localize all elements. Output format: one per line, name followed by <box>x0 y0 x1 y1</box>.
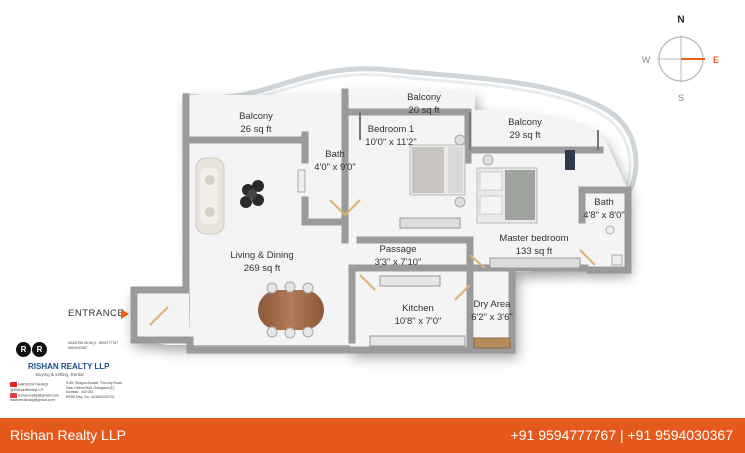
room-size: 29 sq ft <box>509 130 541 141</box>
room-bath-left: Bath 4'0" x 9'0" <box>314 148 356 174</box>
room-name: Dry Area <box>473 299 511 310</box>
room-bedroom-1: Bedroom 1 10'0" x 11'2" <box>365 123 416 149</box>
room-name: Master bedroom <box>499 233 569 244</box>
room-living-dining: Living & Dining 269 sq ft <box>230 249 293 275</box>
room-name: Living & Dining <box>230 250 294 261</box>
coffee-table <box>240 180 264 208</box>
room-kitchen: Kitchen 10'8" x 7'0" <box>395 302 442 328</box>
kitchen-counters <box>369 275 466 347</box>
room-name: Bath <box>325 149 345 160</box>
sofa-set <box>195 157 225 235</box>
compass-rose <box>657 35 705 83</box>
card-phone-2: 9594030367 <box>68 346 88 350</box>
room-dry-area: Dry Area 6'2" x 3'6" <box>471 298 513 324</box>
entrance-arrow-icon <box>121 309 129 319</box>
compass-south-label: S <box>677 93 685 103</box>
card-contact: NADEEM ISHAQI : 9594777767 9594030367 <box>68 341 128 351</box>
room-size: 10'0" x 11'2" <box>365 137 417 148</box>
room-size: 26 sq ft <box>240 124 272 135</box>
footer-bar: Rishan Realty LLP +91 9594777767 | +91 9… <box>0 418 745 453</box>
room-size: 20 sq ft <box>408 105 440 116</box>
youtube-icon <box>10 382 17 387</box>
bath-fixtures <box>297 169 623 266</box>
entrance-label: ENTRANCE <box>68 308 125 319</box>
card-address-line-1: S-65, Shagun Arcade, Film city Road, <box>66 381 123 385</box>
card-address-line-3: Mumbai - 400 063 <box>66 390 94 395</box>
card-rera: RERA Reg. No.: A01800000715 <box>66 394 115 399</box>
dining-table <box>258 281 324 339</box>
logo-letter: R <box>16 342 31 357</box>
compass-north-label: N <box>677 14 685 26</box>
curved-glass-railing <box>182 66 639 192</box>
room-name: Balcony <box>508 117 542 128</box>
card-address: S-65, Shagun Arcade, Film city Road, Nea… <box>66 381 128 399</box>
room-name: Kitchen <box>402 303 434 314</box>
room-bath-right: Bath 4'8" x 8'0" <box>583 196 625 222</box>
room-size: 4'8" x 8'0" <box>583 210 625 221</box>
card-phone-1: NADEEM ISHAQI : 9594777767 <box>68 341 119 345</box>
bed-bedroom1 <box>399 134 466 229</box>
room-passage: Passage 3'3" x 7'10" <box>375 243 422 269</box>
footer-company-name: Rishan Realty LLP <box>10 427 126 443</box>
room-size: 4'0" x 9'0" <box>314 162 356 173</box>
room-balcony-left: Balcony 26 sq ft <box>239 110 273 136</box>
logo-letter: R <box>32 342 47 357</box>
footer-phone-numbers: +91 9594777767 | +91 9594030367 <box>510 427 733 443</box>
room-size: 10'8" x 7'0" <box>394 316 442 327</box>
doors <box>149 199 596 326</box>
card-person-handle: @RishanRealtyLLP <box>10 387 44 392</box>
room-balcony-right: Balcony 29 sq ft <box>508 116 542 142</box>
compass-west-label: W <box>641 55 651 65</box>
card-tagline: Buying & selling, Rental <box>36 372 84 377</box>
room-size: 6'2" x 3'6" <box>471 312 513 323</box>
compass-east-label: E <box>712 55 720 65</box>
bed-master <box>476 150 581 269</box>
dry-area-shelf <box>473 337 511 349</box>
walls <box>130 88 632 354</box>
room-size: 133 sq ft <box>515 246 553 257</box>
room-balcony-middle: Balcony 20 sq ft <box>407 91 441 117</box>
card-person-name: NADEEM ISHAQI <box>18 382 49 387</box>
card-email-2: nadeemishaqi@gmail.com <box>10 398 55 402</box>
room-name: Balcony <box>239 111 273 122</box>
floor-plan <box>130 35 705 354</box>
room-name: Bedroom 1 <box>367 124 415 135</box>
room-master-bedroom: Master bedroom 133 sq ft <box>499 232 568 258</box>
room-size: 269 sq ft <box>243 263 281 274</box>
card-email-1: rishanrealty@gmail.com <box>18 393 59 397</box>
room-name: Bath <box>594 197 614 208</box>
mail-icon <box>10 392 17 398</box>
room-size: 3'3" x 7'10" <box>374 257 422 268</box>
room-name: Balcony <box>407 92 441 103</box>
room-name: Passage <box>379 244 417 255</box>
card-person: NADEEM ISHAQI @RishanRealtyLLP rishanrea… <box>10 382 64 403</box>
card-company-name: RISHAN REALTY LLP <box>28 362 110 371</box>
card-address-line-2: Near Oberoi Mall, Goregaon (E), <box>66 385 115 390</box>
